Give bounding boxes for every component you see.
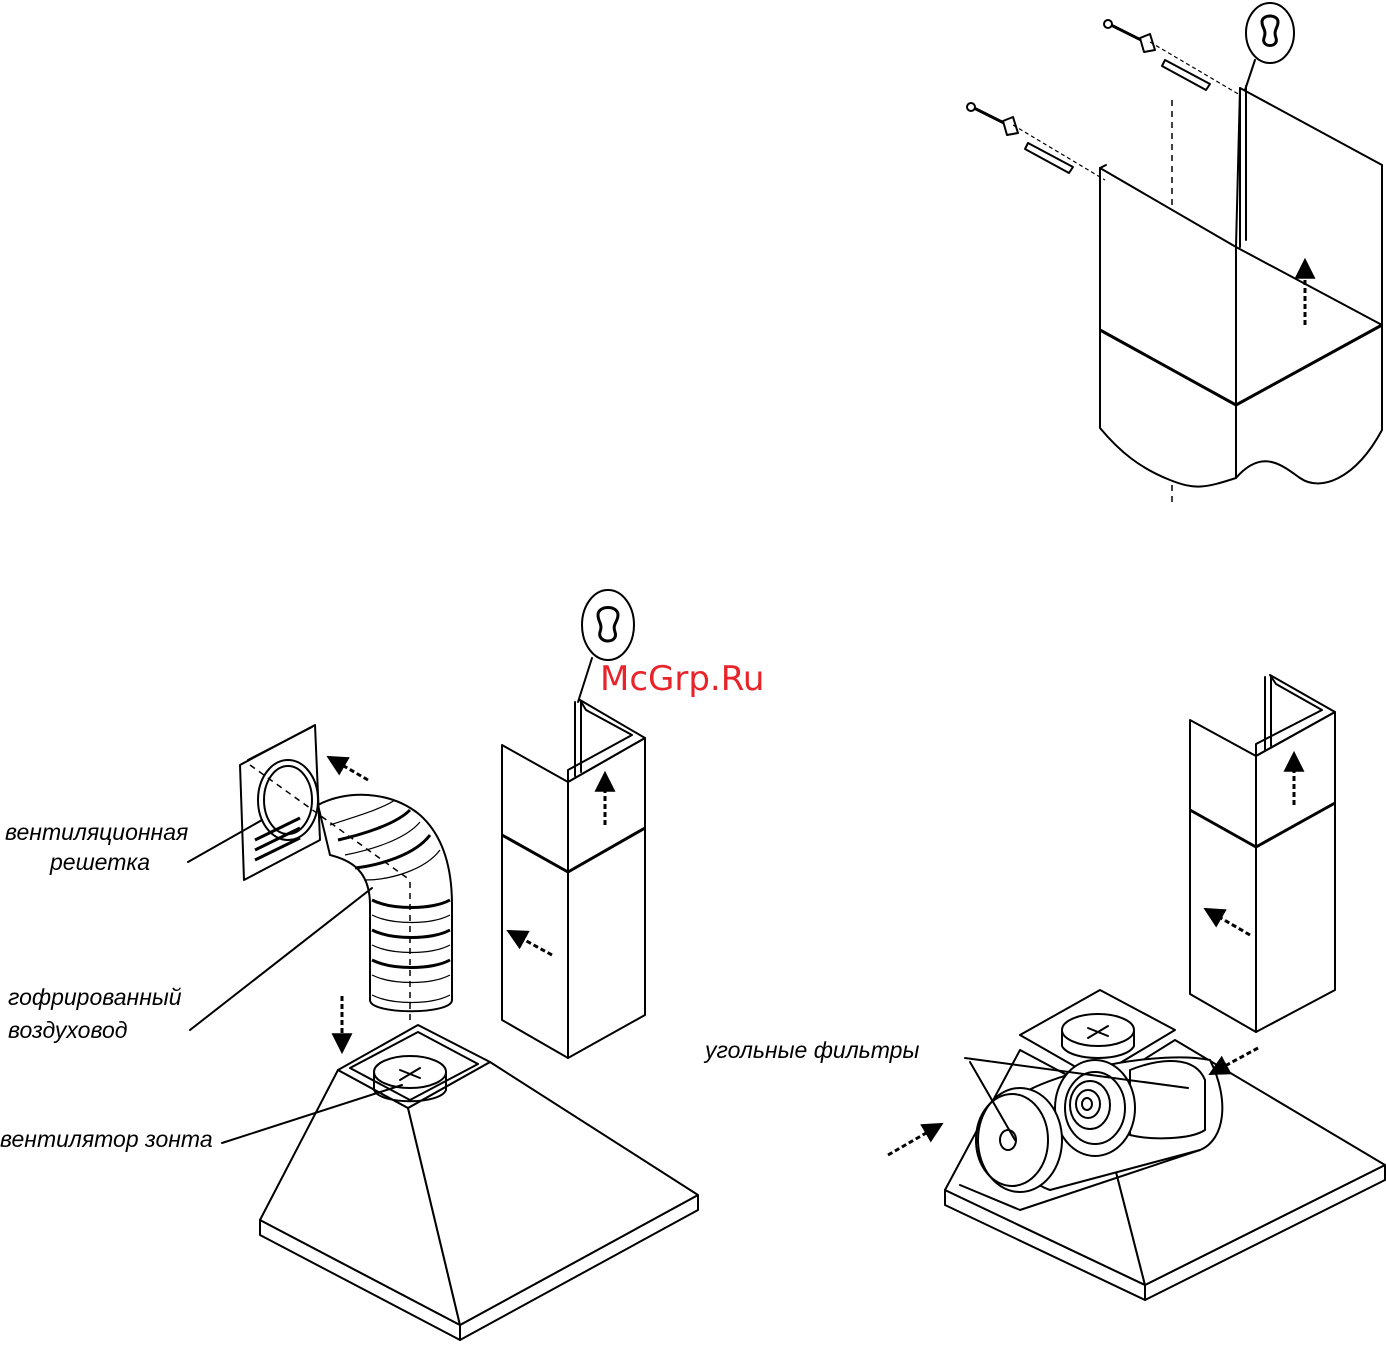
vent-grille-label-line2: решетка — [49, 849, 150, 875]
watermark: McGrp.Ru — [600, 659, 764, 699]
hood-with-duct-diagram — [240, 590, 698, 1340]
direction-arrow-icon — [330, 758, 368, 780]
wall-plug-screw-icon — [1104, 20, 1240, 95]
direction-arrow-icon — [888, 1125, 940, 1155]
corrugated-duct — [318, 795, 452, 1020]
carbon-filters-label: угольные фильтры — [703, 1037, 919, 1063]
duct-label-line2: воздуховод — [8, 1017, 127, 1043]
chimney-wall-mount-detail — [967, 3, 1382, 505]
direction-arrow-icon — [1212, 1048, 1258, 1073]
chimney-cover — [502, 700, 645, 1058]
duct-label-line1: гофрированный — [8, 984, 182, 1010]
hood-with-filters-diagram — [888, 675, 1385, 1300]
duct-leader — [190, 888, 372, 1030]
wall-plug-screw-icon — [967, 103, 1105, 180]
keyhole-slot-icon — [1245, 3, 1294, 90]
hood-fan-label: вентилятор зонта — [0, 1126, 213, 1152]
vent-grille-label-line1: вентиляционная — [5, 819, 188, 845]
